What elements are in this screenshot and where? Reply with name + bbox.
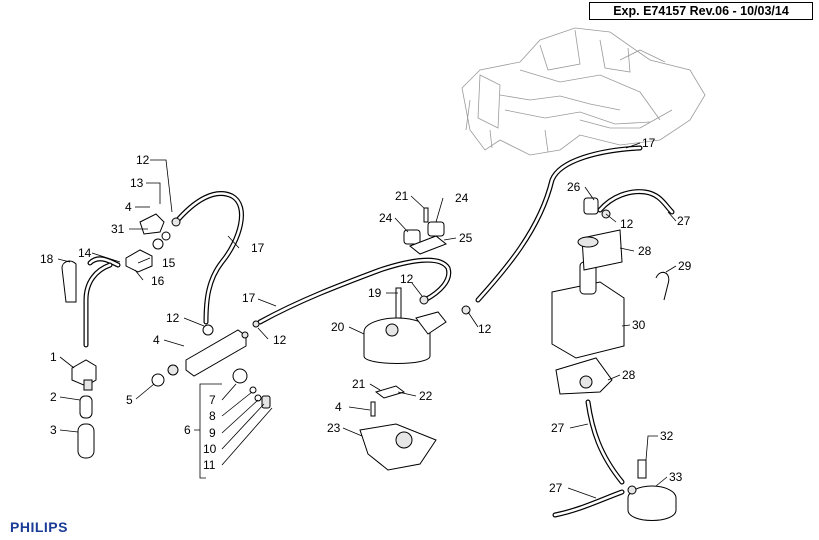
callout-5: 5 (126, 393, 133, 407)
manifold-group-4-11 (151, 320, 271, 409)
callout-31: 31 (111, 222, 125, 236)
callout-28: 28 (622, 368, 636, 382)
callout-leaders (57, 142, 677, 499)
callout-3: 3 (50, 423, 57, 437)
callout-24: 24 (455, 191, 469, 205)
callout-26: 26 (567, 180, 581, 194)
callout-9: 9 (209, 426, 216, 440)
callout-12: 12 (136, 153, 150, 167)
callout-21: 21 (395, 189, 409, 203)
part-33-flowmeter (627, 459, 677, 521)
callout-12: 12 (478, 322, 492, 336)
part-20-boiler (363, 287, 471, 364)
callout-2: 2 (50, 390, 57, 404)
machine-frame-ghost (461, 27, 706, 156)
callout-10: 10 (203, 442, 217, 456)
callout-12: 12 (273, 333, 287, 347)
callout-27: 27 (551, 421, 565, 435)
callout-labels: 12 13 4 31 18 14 15 16 17 12 4 17 12 5 1… (40, 136, 692, 495)
part-24-25-thermostat (403, 207, 447, 255)
callout-7: 7 (209, 393, 216, 407)
callout-21: 21 (352, 377, 366, 391)
callout-19: 19 (368, 286, 382, 300)
callout-20: 20 (331, 320, 345, 334)
parts-1-3 (71, 359, 97, 459)
callout-23: 23 (327, 421, 341, 435)
callout-1: 1 (50, 350, 57, 364)
callout-8: 8 (209, 409, 216, 423)
callout-4: 4 (335, 400, 342, 414)
callout-30: 30 (632, 318, 646, 332)
callout-22: 22 (419, 389, 433, 403)
callout-12: 12 (400, 272, 414, 286)
document-reference: Exp. E74157 Rev.06 - 10/03/14 (589, 2, 813, 20)
callout-27: 27 (549, 481, 563, 495)
callout-17: 17 (251, 241, 265, 255)
callout-12: 12 (166, 311, 180, 325)
valve-group-13-16 (125, 213, 181, 273)
callout-15: 15 (162, 256, 176, 270)
callout-25: 25 (459, 231, 473, 245)
callout-4: 4 (153, 333, 160, 347)
callout-32: 32 (660, 429, 674, 443)
callout-17: 17 (642, 136, 656, 150)
callout-29: 29 (678, 259, 692, 273)
tubing (83, 145, 675, 518)
callout-18: 18 (40, 252, 54, 266)
callout-11: 11 (203, 458, 216, 472)
callout-27: 27 (677, 214, 691, 228)
brand-logo: PHILIPS (10, 519, 68, 535)
callout-17: 17 (242, 291, 256, 305)
callout-12: 12 (620, 217, 634, 231)
callout-14: 14 (78, 246, 92, 260)
callout-4: 4 (125, 200, 132, 214)
callout-6: 6 (184, 423, 191, 437)
callout-28: 28 (638, 244, 652, 258)
callout-24: 24 (379, 211, 393, 225)
part-30-pump (551, 197, 670, 395)
callout-13: 13 (130, 176, 144, 190)
callout-16: 16 (151, 274, 165, 288)
part-18-elbow (61, 260, 77, 303)
callout-33: 33 (669, 470, 683, 484)
part-22-23-base (359, 385, 437, 471)
